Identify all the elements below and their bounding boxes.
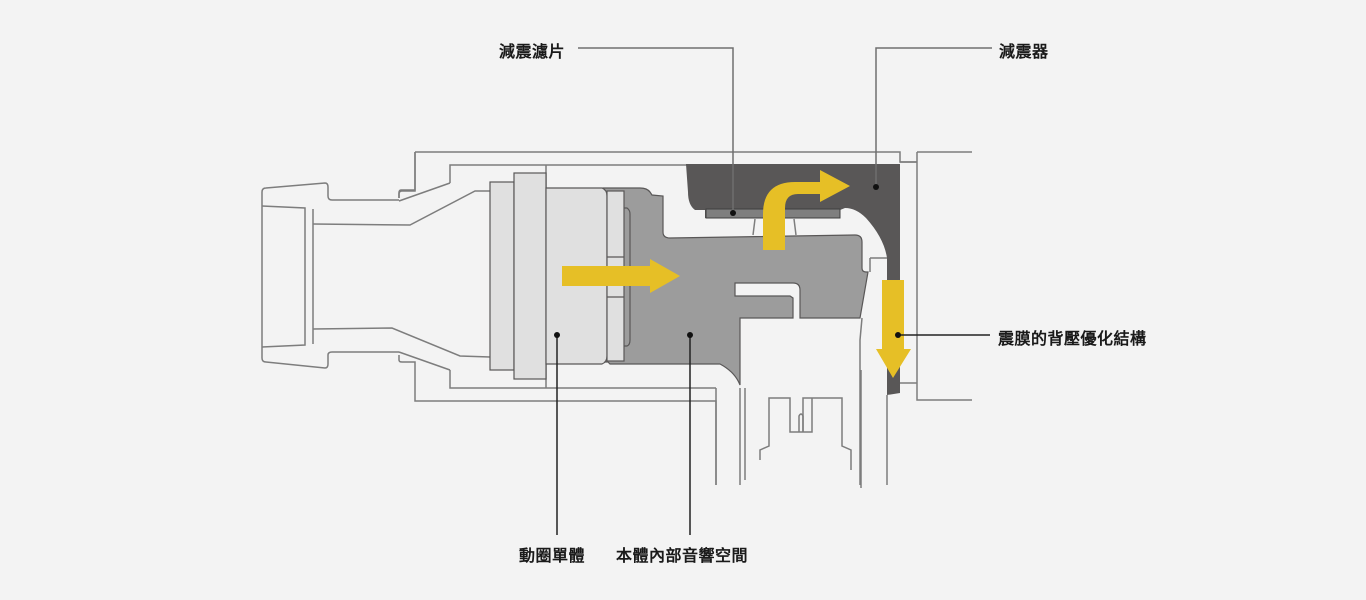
leader-damper [875, 47, 992, 187]
housing-step-top [398, 182, 451, 202]
housing-step-bottom [398, 351, 451, 371]
nozzle-outline [261, 182, 399, 369]
stem-connector [759, 397, 852, 470]
label-diaphragm-back-pressure: 震膜的背壓優化結構 [998, 329, 1147, 348]
leader-dot-damper [873, 184, 879, 190]
filter-support-right [793, 218, 797, 236]
nozzle-bore [261, 205, 306, 348]
back-pressure-channel [859, 257, 888, 485]
housing-right-outline [900, 151, 972, 401]
label-dynamic-driver: 動圈單體 [519, 546, 586, 565]
sound-flow-down-arrow [876, 280, 911, 378]
housing-outer-bottom [398, 355, 717, 485]
housing-inner-bottom [449, 370, 716, 389]
leader-dot-damping-filter [730, 210, 736, 216]
label-damper: 減震器 [999, 42, 1049, 61]
housing-outer-top [398, 152, 416, 198]
nozzle-channel [312, 190, 491, 358]
sound-flow-forward-arrow [562, 259, 680, 293]
housing-inner-top [449, 164, 690, 183]
leader-dot-diaphragm-back-pressure [895, 332, 901, 338]
filter-support-left [752, 218, 756, 236]
driver-front-ring [489, 181, 515, 371]
leader-damping-filter [578, 47, 734, 213]
sound-flow-up-right-arrow [763, 170, 850, 250]
driver-magnet [513, 172, 547, 380]
label-body-acoustic-space: 本體內部音響空間 [616, 546, 749, 565]
stem-slot [798, 413, 804, 432]
body-acoustic-space [602, 187, 869, 386]
label-damping-filter: 減震濾片 [499, 42, 566, 61]
leader-dot-dynamic-driver [554, 332, 560, 338]
leader-dot-body-acoustic-space [687, 332, 693, 338]
